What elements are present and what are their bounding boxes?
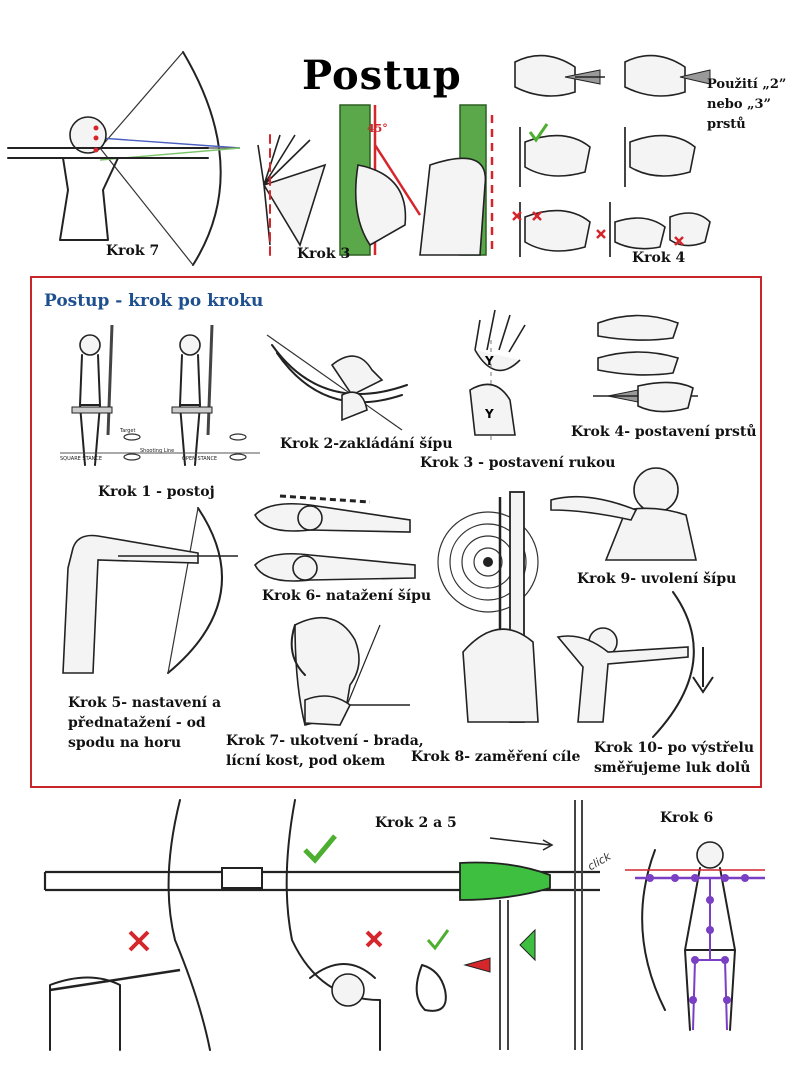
step3-hand-position-illustration: Y Y xyxy=(469,309,526,440)
angle-label: 45° xyxy=(367,122,388,135)
label-top-krok4: Krok 4 xyxy=(632,250,686,266)
step3-label: Krok 3 - postavení rukou xyxy=(420,455,616,471)
open-stance-caption: OPEN STANCE xyxy=(182,456,218,462)
top-archer-anchor-illustration xyxy=(7,51,241,266)
label-bottom-krok2a5: Krok 2 a 5 xyxy=(375,815,457,831)
top-hand-position-illustration xyxy=(257,104,494,256)
step9-label: Krok 9- uvolení šípu xyxy=(577,571,737,587)
step2-nocking-illustration xyxy=(266,334,408,431)
step7-anchor-face-illustration xyxy=(290,616,410,726)
step7-label-line1: Krok 7- ukotvení - brada, xyxy=(226,733,424,749)
step10-label-line1: Krok 10- po výstřelu xyxy=(594,740,755,756)
step2-label: Krok 2-zakládání šípu xyxy=(280,436,453,452)
panel-title: Postup - krok po kroku xyxy=(44,291,264,311)
target-caption: Target xyxy=(120,428,136,434)
bottom-skeleton-alignment-illustration xyxy=(625,841,765,1031)
step8-label: Krok 8- zaměření cíle xyxy=(411,749,581,765)
step9-release-illustration xyxy=(550,467,697,561)
label-top-krok3: Krok 3 xyxy=(297,246,351,262)
step8-aiming-illustration xyxy=(437,491,539,723)
step5-label-line1: Krok 5- nastavení a xyxy=(68,695,222,711)
page-title: Postup xyxy=(302,52,462,99)
top-finger-position-grid xyxy=(512,54,711,257)
step6-draw-arms-illustration xyxy=(254,494,416,582)
label-bottom-krok6: Krok 6 xyxy=(660,810,714,826)
fingers-note-line3: prstů xyxy=(707,117,746,132)
step5-label-line2: přednatažení - od xyxy=(68,715,206,731)
shooting-line-caption: Shooting Line xyxy=(140,448,175,454)
fingers-note-line1: Použití „2” xyxy=(707,77,787,92)
step1-stance-illustration xyxy=(60,324,260,466)
svg-text:Y: Y xyxy=(484,407,494,421)
step6-label: Krok 6- natažení šípu xyxy=(262,588,432,604)
bottom-arrow-rest-illustration xyxy=(43,799,600,1051)
square-stance-caption: SQUARE STANCE xyxy=(60,456,103,462)
step10-label-line2: směřujeme luk dolů xyxy=(594,760,751,776)
step10-follow-through-illustration xyxy=(556,591,714,738)
step5-label-line3: spodu na horu xyxy=(68,735,182,751)
step4-finger-placement-illustration xyxy=(593,314,698,413)
step-by-step-panel xyxy=(30,276,762,788)
step7-label-line2: lícní kost, pod okem xyxy=(226,753,386,769)
fingers-note-line2: nebo „3” xyxy=(707,97,772,112)
step5-setup-predraw-illustration xyxy=(62,507,238,674)
label-top-krok7: Krok 7 xyxy=(106,243,160,259)
step4-label: Krok 4- postavení prstů xyxy=(571,424,757,440)
step1-label: Krok 1 - postoj xyxy=(98,484,215,500)
svg-text:Y: Y xyxy=(484,354,494,368)
